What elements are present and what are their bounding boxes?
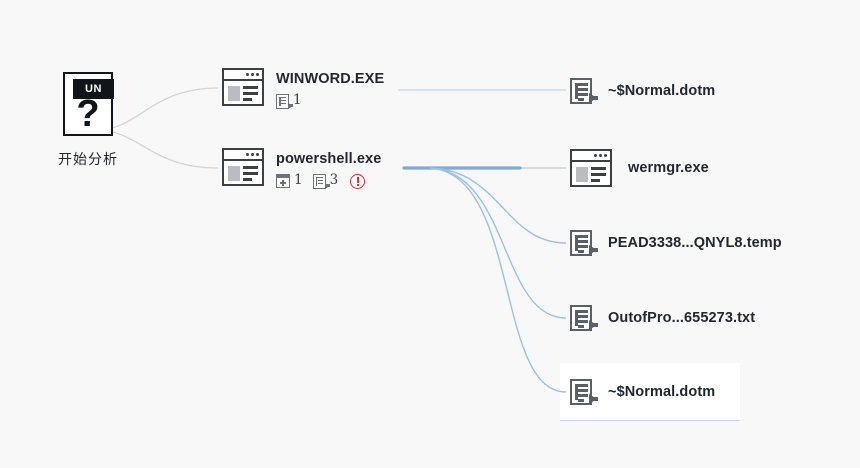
badge-count: 1 [293,92,302,109]
application-window-icon [222,148,264,186]
alert-circle-icon[interactable] [350,173,366,189]
badge-count: 3 [329,172,339,189]
badge-count: 1 [294,172,303,189]
file-write-icon [312,173,330,189]
badge-group-powershell: 1 3 [276,172,381,189]
file-label: OutofPro...655273.txt [608,309,756,326]
process-label-wermgr: wermgr.exe [628,159,709,176]
application-window-icon [570,149,612,187]
file-write-icon [570,78,598,104]
node-root-start-analysis[interactable]: UN ? 开始分析 [28,72,148,169]
badge-file-writes-powershell[interactable]: 3 [312,172,339,189]
node-file-outofpro-txt[interactable]: OutofPro...655273.txt [570,305,755,331]
node-file-normal-dotm-bottom[interactable]: ~$Normal.dotm [570,379,715,405]
child-process-icon [276,174,290,188]
node-process-wermgr[interactable]: wermgr.exe [570,149,709,187]
process-label-powershell: powershell.exe [276,151,382,167]
application-window-icon [222,68,264,106]
file-write-icon [570,305,598,331]
node-process-winword[interactable]: WINWORD.EXE 1 [222,68,384,109]
edge-powershell-leaf3 [429,167,567,244]
file-write-icon [570,379,598,405]
edge-powershell-leaf4 [429,167,567,319]
file-label: PEAD3338...QNYL8.temp [608,234,782,251]
node-process-powershell[interactable]: powershell.exe 1 3 [222,148,381,189]
badge-group-winword: 1 [276,92,384,109]
file-write-icon [276,93,293,109]
badge-child-processes-powershell[interactable]: 1 [276,174,303,188]
badge-file-writes-winword[interactable]: 1 [276,92,302,109]
edge-powershell-leaf5 [429,167,567,393]
file-label: ~$Normal.dotm [608,383,716,400]
question-mark-glyph: ? [76,93,100,135]
node-file-normal-dotm-top[interactable]: ~$Normal.dotm [570,78,715,104]
unknown-banner-label: UN [73,79,114,99]
root-node-label: 开始分析 [58,152,118,168]
file-label: ~$Normal.dotm [608,82,716,99]
file-write-icon [570,230,598,256]
unknown-document-icon: UN ? [63,72,114,136]
node-file-pead-temp[interactable]: PEAD3338...QNYL8.temp [570,230,782,256]
process-label-winword: WINWORD.EXE [276,71,385,87]
